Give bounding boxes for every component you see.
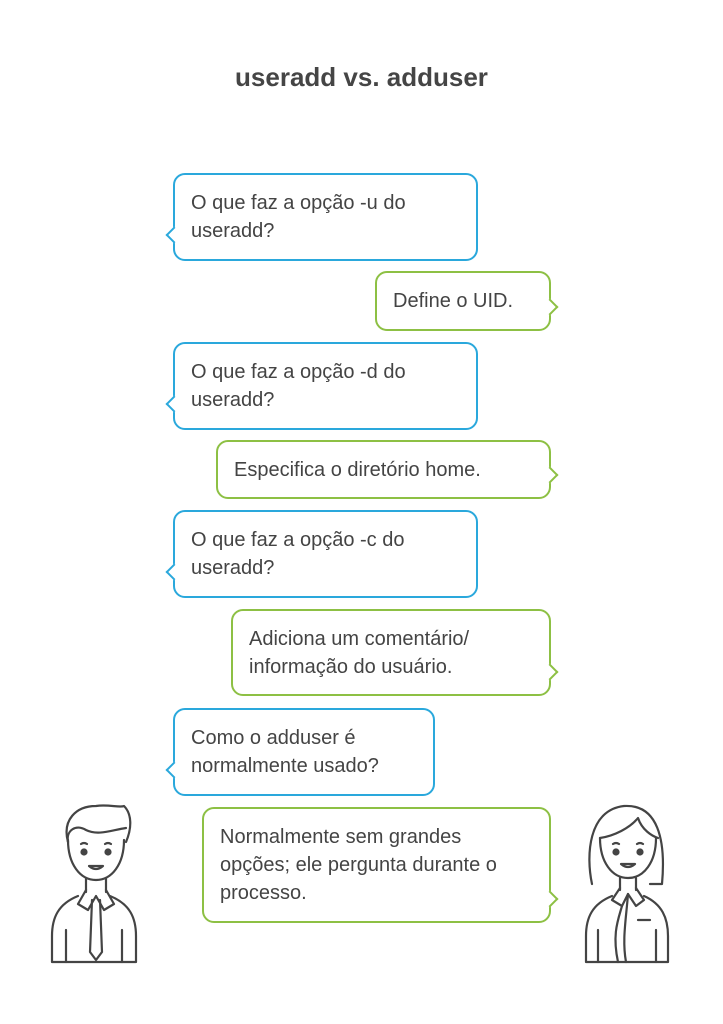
message-text: Normalmente sem grandes opções; ele perg… (220, 826, 497, 904)
message-text: O que faz a opção -d do useradd? (191, 361, 406, 411)
question-bubble-3: O que faz a opção -c do useradd? (173, 510, 478, 598)
answer-bubble-4: Normalmente sem grandes opções; ele perg… (202, 807, 551, 923)
man-icon (50, 804, 138, 964)
answer-bubble-1: Define o UID. (375, 271, 551, 331)
message-text: Como o adduser é normalmente usado? (191, 727, 379, 777)
message-text: Adiciona um comentário/ informação do us… (249, 627, 470, 678)
message-text: Define o UID. (393, 290, 514, 312)
question-bubble-4: Como o adduser é normalmente usado? (173, 708, 435, 796)
message-text: O que faz a opção -c do useradd? (191, 529, 405, 579)
message-text: Especifica o diretório home. (234, 458, 481, 481)
woman-icon (584, 804, 670, 964)
diagram-title: useradd vs. adduser (235, 62, 488, 92)
question-bubble-2: O que faz a opção -d do useradd? (173, 342, 478, 430)
answer-bubble-2: Especifica o diretório home. (216, 440, 551, 499)
question-bubble-1: O que faz a opção -u do useradd? (173, 173, 478, 261)
message-text: O que faz a opção -u do useradd? (191, 192, 406, 242)
answer-bubble-3: Adiciona um comentário/ informação do us… (231, 609, 551, 696)
